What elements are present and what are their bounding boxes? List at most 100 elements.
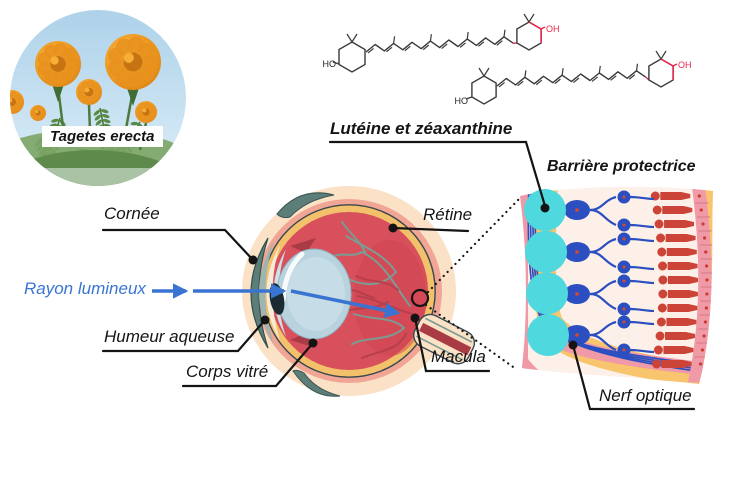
- rpe-nucleus: [701, 222, 705, 226]
- flower-center: [10, 97, 17, 107]
- bipolar-link: [629, 237, 655, 243]
- macula-zoom-circle: [410, 288, 430, 308]
- vitreous-body-label: Corps vitré: [186, 362, 269, 381]
- photoreceptor-outer-segment: [665, 234, 696, 242]
- zeaxanthin-chain-double-bond: [610, 75, 617, 81]
- lutein-chain-methyl: [503, 29, 506, 37]
- zoom-dotted-line: [424, 303, 518, 371]
- flower-center-highlight: [10, 98, 13, 103]
- zeaxanthin-left-ring: [471, 75, 497, 105]
- retina-leader: [391, 226, 470, 233]
- lutein-chain-double-bond: [404, 45, 411, 52]
- lutein-chain-backbone: [365, 36, 514, 53]
- flower-petal: [62, 47, 76, 62]
- lutein-chain-double-bond: [386, 46, 393, 53]
- flower-sepal: [52, 84, 64, 102]
- lutein-left-ring-gem-methyl: [351, 33, 358, 43]
- vitreous-shading: [354, 240, 426, 356]
- zeaxanthin-chain-double-bond: [591, 76, 599, 82]
- zeaxanthin-chain-double-bond: [573, 77, 580, 84]
- rpe-nucleus: [705, 278, 709, 282]
- lutein-right-ring-gem-methyl: [523, 13, 530, 23]
- bipolar-link: [629, 265, 655, 271]
- cornea-label: Cornée: [104, 204, 160, 223]
- lutein-left-ring: [338, 41, 366, 73]
- flower-petal: [77, 90, 86, 99]
- flower-petal: [30, 112, 36, 118]
- molecule-leader: [328, 140, 547, 208]
- macula-dot: [410, 313, 420, 323]
- barrier-dot: [540, 203, 550, 213]
- nerve-line: [425, 317, 473, 343]
- flower-petal: [91, 82, 100, 91]
- cornea-outer-layer: [250, 237, 269, 349]
- zeaxanthin-ho-bond: [465, 96, 473, 100]
- vitreous-leader: [181, 341, 315, 388]
- photoreceptor-outer-segment: [667, 304, 698, 312]
- rpe-nucleus: [697, 194, 701, 198]
- flower-center-highlight: [50, 56, 59, 65]
- photoreceptor-outer-segment: [667, 262, 698, 270]
- zeaxanthin-chain-double-bond: [517, 80, 524, 87]
- flower-petal: [1, 96, 8, 103]
- retinal-vessel-teal: [345, 235, 397, 273]
- retina-label: Rétine: [423, 205, 473, 224]
- photoreceptor-soma: [657, 247, 667, 257]
- zeaxanthin-chain-double-bond: [554, 78, 561, 85]
- barrier-pigment-circle: [526, 272, 568, 315]
- leaflet: [102, 118, 111, 123]
- bipolar-link: [629, 307, 655, 313]
- nerve-line: [415, 335, 464, 361]
- zeaxanthin-chain-methyl: [635, 63, 639, 71]
- zeaxanthin-chain-double-bond: [535, 79, 543, 86]
- photoreceptor-outer-segment: [667, 290, 698, 298]
- bipolar-nucleus: [622, 307, 626, 311]
- lutein-ho-label: HO: [323, 59, 337, 69]
- rpe-nucleus: [705, 292, 709, 296]
- retinal-vessel-teal: [353, 313, 405, 329]
- photoreceptor-soma: [658, 261, 668, 271]
- photoreceptor-outer-segment: [662, 206, 693, 214]
- retinal-vessel-teal: [351, 327, 405, 345]
- photoreceptor-outer-segment: [665, 332, 696, 340]
- photoreceptor-outer-segment: [660, 192, 691, 200]
- dendrite: [589, 333, 617, 352]
- zeaxanthin-right-ring-gem-methyl: [655, 50, 662, 60]
- rpe-nucleus: [705, 264, 709, 268]
- zeaxanthin-right-ring-gem-methyl: [660, 50, 667, 60]
- photoreceptor-soma: [658, 289, 668, 299]
- leaflet: [94, 114, 102, 121]
- ganglion-nucleus: [575, 250, 579, 254]
- retinal-vessel-red: [361, 333, 407, 359]
- superior-muscle: [276, 192, 335, 219]
- flower-petal: [10, 104, 12, 113]
- bipolar-link: [629, 348, 655, 354]
- eye-diagram: [242, 186, 476, 397]
- photoreceptor-soma: [654, 219, 664, 229]
- photoreceptor-outer-segment: [666, 318, 697, 326]
- flower-center-highlight: [123, 52, 134, 63]
- photoreceptor-soma: [656, 317, 666, 327]
- bipolar-nucleus: [622, 265, 626, 269]
- lutein-left-ring-gem-methyl: [346, 33, 353, 43]
- photoreceptor-soma: [657, 303, 667, 313]
- retinal-vessel-red: [355, 275, 399, 291]
- flower-petal: [14, 93, 22, 101]
- ganglion-nucleus: [575, 292, 579, 296]
- flower-sepal: [127, 88, 139, 106]
- barrier-pigment-circle: [527, 314, 569, 357]
- photoreceptor-soma: [656, 233, 666, 243]
- photo-bottom-haze: [10, 168, 186, 186]
- zeaxanthin-chain-double-bond: [498, 81, 506, 88]
- zeaxanthin-chain-methyl: [598, 65, 601, 74]
- retina-dot: [388, 223, 398, 233]
- vitreous-dot: [308, 338, 318, 348]
- light-ray-arrow: [152, 283, 401, 318]
- optic-nerve-stub: [413, 313, 476, 365]
- lutein-chain-methyl: [393, 36, 396, 44]
- inferior-muscle: [292, 369, 341, 397]
- bipolar-link: [629, 279, 655, 285]
- bipolar-link: [629, 223, 655, 229]
- rpe-nucleus: [704, 306, 708, 310]
